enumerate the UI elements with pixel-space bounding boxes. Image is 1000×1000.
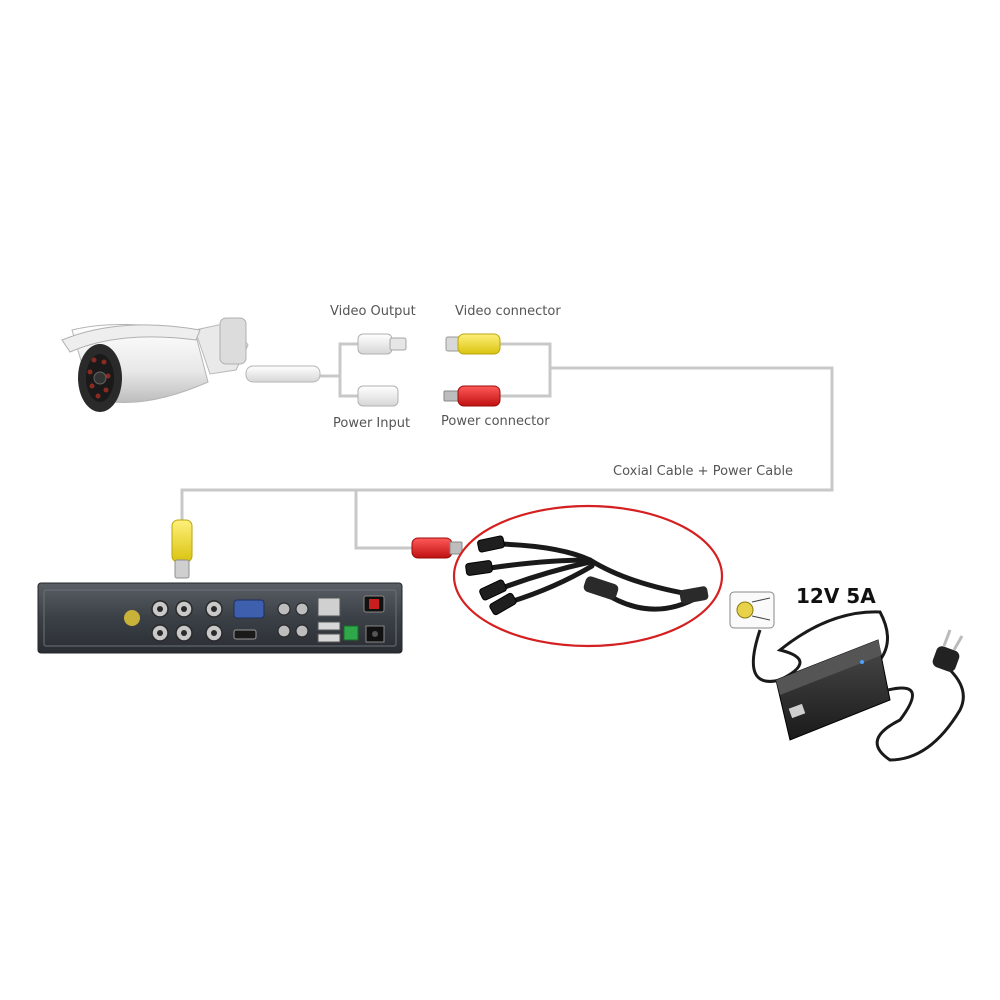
splitter-highlight-circle bbox=[452, 504, 724, 648]
power-connector-label: Power connector bbox=[441, 414, 550, 429]
dvr-power-plug bbox=[411, 537, 463, 559]
pigtail-fork bbox=[338, 342, 358, 398]
bullet-camera bbox=[61, 317, 321, 412]
power-adapter bbox=[729, 591, 965, 762]
dvr-recorder bbox=[37, 582, 403, 654]
video-connector-label: Video connector bbox=[455, 304, 561, 319]
dvr-video-plug bbox=[171, 519, 193, 579]
cable-label: Coxial Cable + Power Cable bbox=[613, 464, 794, 479]
power-branch-cable bbox=[354, 490, 412, 550]
video-output-plug bbox=[357, 333, 407, 355]
main-cable-run bbox=[180, 366, 834, 520]
power-input-plug bbox=[357, 385, 399, 407]
power-input-label: Power Input bbox=[333, 416, 411, 431]
power-connector-plug bbox=[443, 385, 501, 407]
power-rating-label: 12V 5A bbox=[796, 584, 876, 608]
video-connector-plug bbox=[445, 333, 501, 355]
cable-lines bbox=[180, 342, 834, 550]
video-output-label: Video Output bbox=[330, 304, 416, 319]
power-splitter-cable bbox=[452, 504, 724, 648]
connector-fork bbox=[500, 342, 552, 398]
